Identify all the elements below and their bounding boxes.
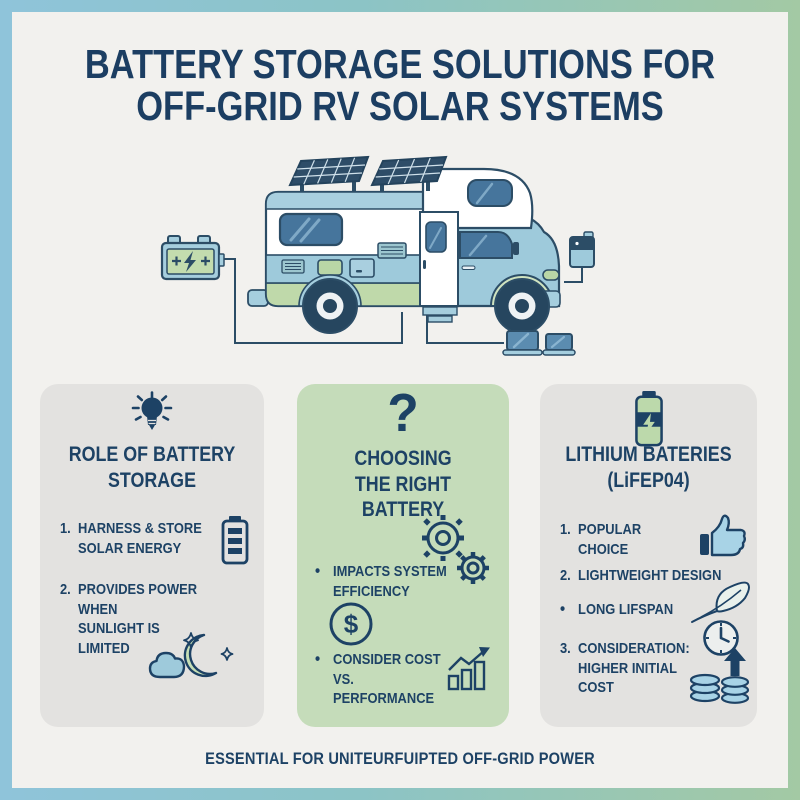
item-marker: •: [315, 649, 321, 668]
card-choosing-right-battery: ? CHOOSING THE RIGHT BATTERY • IMPACTS S…: [297, 383, 509, 727]
rv-solar-scene: [160, 155, 595, 356]
headlight: [542, 269, 560, 281]
item-text: POPULAR CHOICE: [578, 521, 642, 558]
cloud-moon-icon: [148, 632, 234, 679]
list-item: • CONSIDER COST VS. PERFORMANCE: [315, 649, 461, 709]
feather-icon: [691, 581, 750, 623]
item-marker: 3.: [560, 640, 571, 657]
list-item: 2. LIGHTWEIGHT DESIGN: [560, 566, 723, 586]
list-item: 2. PROVIDES POWER WHEN SUNLIGHT IS LIMIT…: [60, 580, 215, 658]
list-item: 3. CONSIDERATION: HIGHER INITIAL COST: [560, 639, 715, 698]
laptop-icon: [542, 333, 576, 356]
card-title: LITHIUM BATERIES (LiFEP04): [565, 443, 732, 492]
car-battery-icon: [160, 235, 225, 281]
list-item: • LONG LIFSPAN: [560, 599, 689, 620]
green-panel: [317, 259, 343, 276]
gears-icon: [422, 515, 489, 584]
item-marker: •: [560, 599, 566, 618]
wiring-lines: [219, 258, 583, 344]
card-title: ROLE OF BATTERY STORAGE: [68, 443, 236, 492]
item-text: PROVIDES POWER WHEN SUNLIGHT IS LIMITED: [78, 581, 198, 657]
laptop-icon: [502, 330, 543, 356]
item-text: LONG LIFSPAN: [578, 601, 674, 618]
item-marker: 2.: [560, 567, 571, 584]
power-bank-icon: [569, 231, 595, 268]
cab-door-handle: [461, 265, 476, 270]
front-wheel: [494, 278, 550, 334]
list-item: • IMPACTS SYSTEM EFFICIENCY: [315, 561, 461, 601]
vent-grille-upper: [377, 242, 407, 259]
battery-level-icon: [221, 516, 249, 565]
card-title: CHOOSING THE RIGHT BATTERY: [354, 447, 452, 522]
dollar-icon: $: [329, 602, 373, 646]
card-role-of-battery-storage: ROLE OF BATTERY STORAGE 1. HARNESS & STO…: [40, 384, 264, 727]
clock-icon: [703, 620, 739, 656]
lightbulb-icon: [131, 391, 173, 430]
item-text: HARNESS & STORE SOLAR ENERGY: [78, 520, 202, 557]
question-mark-icon: ?: [387, 383, 419, 443]
charging-battery-icon: [634, 390, 663, 447]
item-marker: 1.: [60, 520, 71, 537]
thumbs-up-icon: [700, 514, 746, 557]
page-title: BATTERY STORAGE SOLUTIONS FOR OFF-GRID R…: [84, 41, 716, 129]
mirror: [513, 242, 519, 255]
item-text: LIGHTWEIGHT DESIGN: [578, 567, 722, 584]
rear-wheel: [302, 278, 358, 334]
item-marker: •: [315, 561, 321, 580]
coins-arrow-icon: [689, 648, 750, 704]
item-text: IMPACTS SYSTEM EFFICIENCY: [333, 563, 447, 600]
storage-hatch: [349, 258, 375, 278]
card-lithium-batteries: LITHIUM BATERIES (LiFEP04) 1. POPULAR CH…: [540, 384, 757, 727]
list-item: 1. POPULAR CHOICE: [560, 520, 689, 559]
svg-text:$: $: [344, 609, 359, 639]
item-marker: 1.: [560, 521, 571, 538]
entry-door: [419, 211, 459, 323]
item-text: CONSIDER COST VS. PERFORMANCE: [333, 651, 441, 707]
item-marker: 2.: [60, 581, 71, 598]
rv-motorhome-icon: [264, 155, 561, 334]
list-item: 1. HARNESS & STORE SOLAR ENERGY: [60, 519, 206, 558]
footer-tagline: ESSENTIAL FOR UNITEURFUIPTED OFF-GRID PO…: [205, 749, 595, 768]
solar-panels-icon: [288, 155, 448, 192]
chart-growth-icon: [447, 647, 490, 691]
item-text: CONSIDERATION: HIGHER INITIAL COST: [578, 640, 690, 696]
vent-grille-stripe: [281, 259, 305, 274]
